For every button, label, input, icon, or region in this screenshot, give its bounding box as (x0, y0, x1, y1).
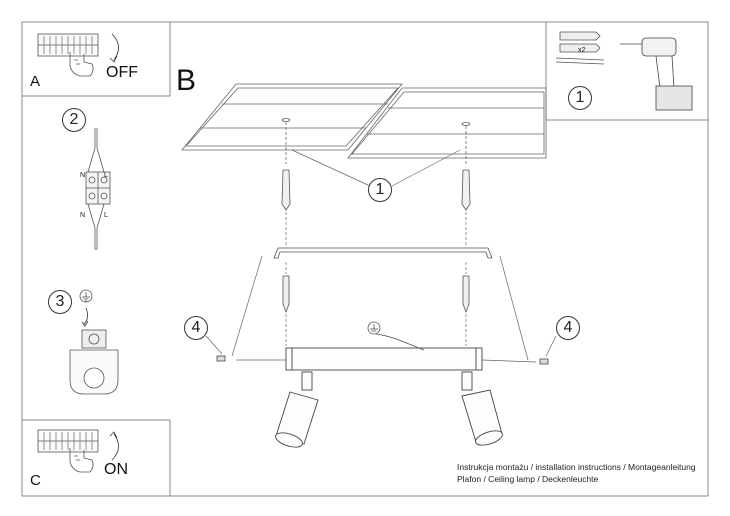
panel-c-frame (21, 419, 171, 497)
quantity-label: x2 (578, 47, 586, 54)
step-1-badge: 1 (368, 178, 392, 202)
page-frame (21, 21, 709, 497)
fuse-box-on-illustration (37, 429, 119, 473)
ceiling-illustration (181, 83, 547, 164)
panel-a-frame (21, 21, 171, 97)
step1-leaders (291, 149, 461, 187)
lamp-body (285, 347, 483, 371)
panel-drill-frame (545, 21, 709, 121)
footer-instructions: Instrukcja montażu / installation instru… (457, 462, 696, 472)
wall-plugs-upper (281, 169, 471, 211)
step-4-badge-left: 4 (184, 316, 208, 340)
plug-guides (285, 212, 467, 246)
panel-b-letter: B (176, 64, 197, 97)
mounting-bracket (273, 247, 493, 259)
wire-label-n-bottom: N (80, 212, 86, 219)
spotlight-right (461, 371, 503, 446)
wire-label-l-bottom: L (104, 212, 108, 219)
footer-product: Plafon / Ceiling lamp / Deckenleuchte (457, 474, 599, 484)
wire-connector-illustration (85, 128, 111, 250)
wire-label-n-top: N (80, 172, 86, 179)
ground-terminal-illustration (69, 289, 119, 395)
step-1-badge-drill: 1 (568, 86, 592, 110)
plugs-screws-illustration (555, 31, 605, 65)
wire-label-l-top: L (104, 172, 108, 179)
screw-guides (285, 262, 467, 346)
step4-leaders (205, 335, 557, 357)
panel-a-letter: A (30, 73, 41, 90)
spotlight-left (275, 371, 319, 448)
on-label: ON (104, 461, 128, 478)
drill-icon (620, 37, 693, 111)
off-label: OFF (106, 64, 138, 81)
fuse-box-off-illustration (37, 33, 119, 77)
panel-c-letter: C (30, 472, 41, 489)
step-2-badge: 2 (62, 108, 86, 132)
ground-symbol-icon (367, 321, 381, 335)
side-screws (216, 355, 549, 365)
screws-lower (282, 275, 470, 314)
projection-lines (231, 255, 537, 363)
ground-wire (375, 333, 425, 351)
step-4-badge-right: 4 (556, 316, 580, 340)
step-3-badge: 3 (48, 290, 72, 314)
